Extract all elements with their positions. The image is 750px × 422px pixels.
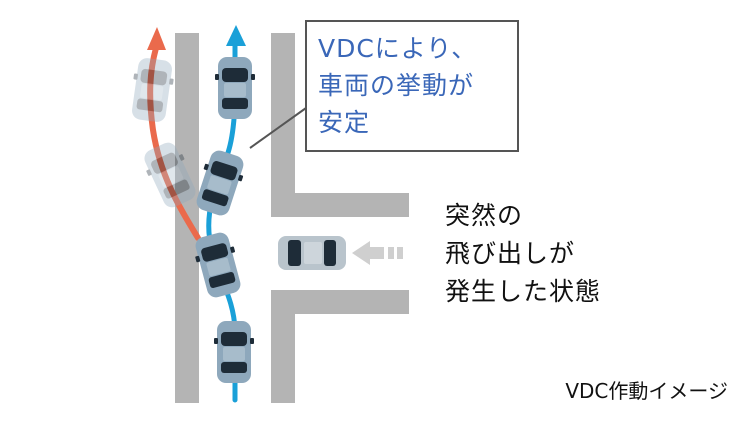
vdc-path	[206, 25, 246, 403]
callout-text: VDCにより、 車両の挙動が 安定	[318, 30, 513, 141]
situation-text: 突然の 飛び出しが 発生した状態	[445, 197, 665, 311]
incoming-car	[278, 236, 346, 270]
arrow-left-dashed-icon	[352, 241, 403, 265]
situation-line-1: 突然の	[445, 201, 524, 230]
callout-box	[249, 20, 519, 152]
car-bottom	[214, 321, 254, 383]
car-recovering	[191, 147, 249, 219]
skid-arrow-icon	[147, 27, 166, 50]
situation-line-3: 発生した状態	[445, 277, 602, 306]
side-road-bottom-edge	[271, 290, 409, 314]
ghost-car-upper	[127, 56, 177, 124]
callout-line-3: 安定	[318, 108, 371, 137]
side-road-top-edge	[271, 193, 409, 217]
incoming-vehicle	[278, 236, 403, 270]
diagram-caption: VDC作動イメージ	[565, 379, 728, 403]
callout-pointer	[249, 107, 307, 149]
road-right-edge-upper	[271, 33, 295, 193]
vdc-arrow-icon	[226, 25, 246, 46]
situation-line-2: 飛び出しが	[445, 239, 576, 268]
callout-frame	[305, 20, 519, 152]
callout-line-1: VDCにより、	[318, 34, 478, 63]
vdc-path-line	[206, 42, 238, 403]
vdc-cars	[190, 57, 255, 383]
car-stabilized	[215, 57, 255, 119]
callout-line-2: 車両の挙動が	[318, 71, 475, 100]
